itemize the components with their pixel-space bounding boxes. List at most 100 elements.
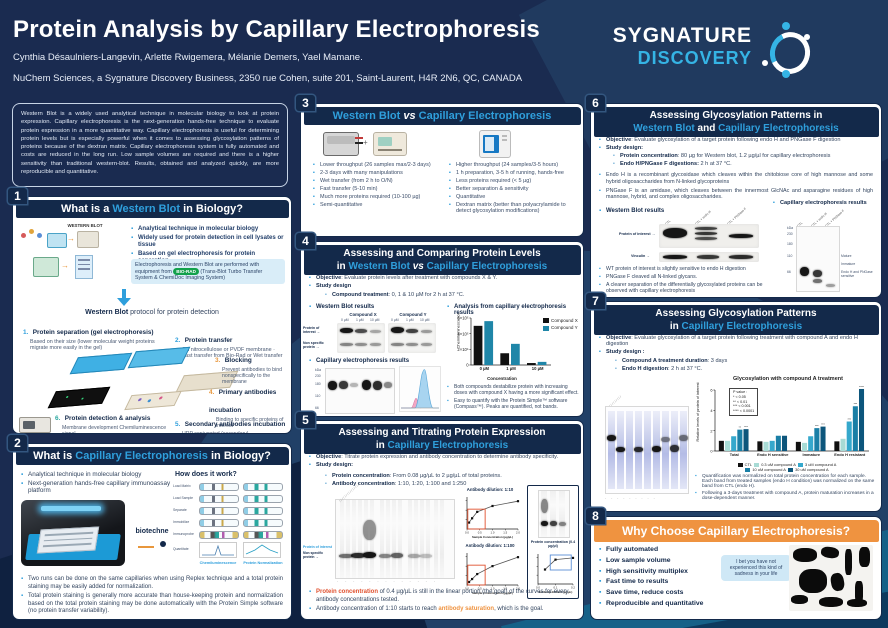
step-title: Secondary antibodies incubation [184,421,286,428]
step-desc: On nitrocellulose or PVDF membrane · Fas… [182,347,283,359]
pc04-title: Protein concentration (0.4 µg/µl) [530,540,576,548]
svg-text:0 µM: 0 µM [480,366,490,371]
list-item: A clearer separation of the differential… [599,282,777,294]
capillary-icon [199,507,239,515]
svg-text:***: *** [847,417,851,421]
list-item: Save time, reduce costs [599,589,729,597]
messy-western-blot [789,545,873,611]
step-number: 5. [175,421,181,428]
ce-results-label: Capillary electrophoresis results [309,358,409,366]
section-2-bullets: Analytical technique in molecular biolog… [21,471,171,496]
step-desc: Based on their size (lower molecular wei… [30,339,155,351]
step-desc: HRP conjugated (secondary) [182,431,249,434]
list-item: Both compounds destabilize protein with … [447,384,579,396]
capillary-gel: kDa 230 180 110 66 [315,366,395,414]
lane-label: 0 µM [341,318,349,322]
title-highlight: Capillary Electrophoresis [418,109,552,122]
svg-text:4×10⁵: 4×10⁵ [457,331,468,336]
capillary-diagram: Load Matrix Load Sample Separate Immobil… [173,481,285,573]
list-item: Endo H digestion: 2 h at 37 °C. [615,366,865,372]
legend-item: CTL [737,462,752,467]
list-item: PNGase F is an amidase, which cleaves be… [599,188,873,202]
lane-label: 0 µM [391,318,399,322]
cap-row-label: Load Matrix [173,484,191,488]
step-title: Protein separation (gel electrophoresis) [32,329,154,336]
cap-row-label: Separate [173,508,187,512]
svg-text:10 µM: 10 µM [532,366,544,371]
gel-tank-icon [47,233,67,248]
svg-text:Endo H resistant: Endo H resistant [834,452,866,457]
legend-item: Compound Y [543,325,578,331]
svg-text:***: *** [821,422,825,426]
svg-text:0.0: 0.0 [465,530,469,534]
capillary-icon [199,531,239,539]
company-logo: SYGNATURE DISCOVERY [602,22,832,80]
section-7-title: Assessing Glycosylation Patterns in Capi… [593,304,879,335]
intro-box: Western Blot is a widely used analytical… [12,103,288,187]
list-item: Lower throughput (26 samples max/2-3 day… [313,162,441,168]
title-line2: in Capillary Electrophoresis [669,320,803,332]
list-item: Western Blot results [599,208,664,214]
list-item: Next-generation hands-free capillary imm… [21,480,171,494]
svg-text:****: **** [859,385,865,389]
section-number-1: 1 [8,188,27,204]
section-2-capillary-electrophoresis: What is Capillary Electrophoresis in Bio… [12,443,292,620]
svg-text:0: 0 [466,363,469,368]
svg-text:0.1: 0.1 [554,585,558,589]
svg-text:2: 2 [710,428,712,433]
svg-text:***: *** [854,402,858,406]
wb-results-label: Western Blot results [599,208,664,216]
kda-label: 110 [315,394,321,398]
capillary-icon [243,495,283,503]
list-item: Fast time to results [599,579,729,586]
list-item: Capillary electrophoresis results [773,200,877,206]
section-7-study: Objective: Evaluate glycosylation of a t… [599,335,875,357]
list-item: Quantitative [449,194,577,200]
chemi-column-label: Chemiluminescence [199,561,237,565]
imager-icon [77,231,99,248]
side-label-mature: Mature [841,254,852,258]
list-item: Better separation & sensitivity [449,186,577,192]
list-item: Endo H/PNGase F digestions: 2 h at 37 °C… [613,161,873,167]
legend-swatch [543,325,549,331]
list-item: Higher throughput (24 samples/3-5 hours) [449,162,577,168]
chemi-xlabel: Concentration [487,376,517,381]
row-label-protein: Protein of interest → [303,545,333,553]
row-label-nonspecific: Non specific protein → [303,341,324,349]
pvalue-line: *** < 0.001 [733,404,751,409]
svg-text:0.5: 0.5 [478,530,482,534]
legend-item: Compound X [543,318,578,324]
side-label-sensitive: Endo H and PNGase sensitive [841,270,873,278]
list-item: Reproducible and quantitative [599,600,729,608]
section-5-substudy: Protein concentration: From 0.08 µg/µL t… [325,473,575,489]
kda-label: 66 [315,406,319,410]
glyco-legend: CTL 0.3 uM compound A 3 uM compound A 10… [701,462,873,472]
western-blot-cons: Lower throughput (26 samples max/2-3 day… [313,162,441,210]
list-item: PNGase F cleaved all N-linked glycans. [599,274,777,280]
normalization-column-label: Protein Normalization [243,561,283,565]
list-item: Semi-quantitative [313,202,441,208]
section-number-2: 2 [8,435,27,451]
step-5: 5. Secondary antibodies incubation HRP c… [175,413,287,434]
capillary-icon [199,495,239,503]
svg-text:0.0: 0.0 [536,585,540,589]
list-item: Study design [309,283,577,289]
down-arrow-icon [117,289,131,307]
list-item: Protein concentration: From 0.08 µg/µL t… [325,473,575,479]
section-4-study: Objective: Evaluate protein levels after… [309,275,577,291]
row-label-protein: Protein of interest → [619,232,656,236]
gel-bottom-ticks: - - - - - - - - - - - - - [337,579,438,583]
section-6-conclusions: WT protein of interest is slightly sensi… [599,266,777,296]
speech-bubble: I bet you have not experienced this kind… [721,555,791,581]
list-item: Compound A treatment duration: 3 days [615,358,865,364]
title-vs: vs [400,109,419,122]
section-2-title: What is Capillary Electrophoresis in Bio… [15,446,289,465]
capillary-icon [243,519,283,527]
poster-title: Protein Analysis by Capillary Electropho… [13,16,540,43]
capillary-instrument-icon [479,130,511,158]
section-6-enzyme-info: Endo H is a recombinant glycosidase whic… [599,172,873,203]
